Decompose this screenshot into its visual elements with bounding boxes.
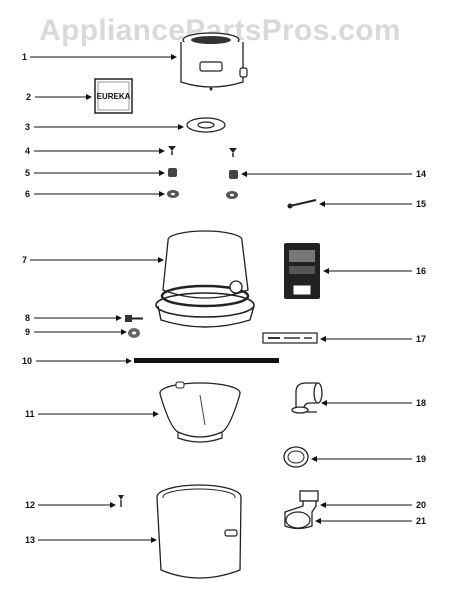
gasket-strip-part [134,358,279,363]
adapter-fitting-part [284,490,319,530]
switch-panel-part [284,243,320,299]
callout-number-18: 18 [416,398,426,408]
clip-part [118,495,124,507]
callout-number-2: 2 [26,92,31,102]
nut-part-left [168,168,177,177]
bolt-part [125,315,143,322]
filter-cage-part [155,230,255,328]
callout-number-16: 16 [416,266,426,276]
callout-number-6: 6 [25,189,30,199]
eureka-nameplate-part: EUREKA [94,78,133,114]
washer-part-left [167,190,179,198]
callout-number-1: 1 [22,52,27,62]
washer-part-right [226,191,238,199]
callout-number-15: 15 [416,199,426,209]
callout-number-13: 13 [25,535,35,545]
motor-head-part [180,32,248,91]
screw-part-right [229,148,237,157]
screw-part-left [168,146,176,155]
callout-number-3: 3 [25,122,30,132]
callout-number-14: 14 [416,169,426,179]
callout-number-12: 12 [25,500,35,510]
filter-basket-part [159,381,241,443]
callout-number-8: 8 [25,313,30,323]
tank-drum-part [156,484,242,579]
callout-number-11: 11 [25,409,35,419]
label-strip-part [262,332,318,344]
rod-pin-part [287,199,317,209]
gasket-ring-part [186,117,226,133]
callout-number-17: 17 [416,334,426,344]
callout-number-19: 19 [416,454,426,464]
elbow-fitting-part [291,382,323,414]
nut-part-right [229,170,238,179]
callout-number-9: 9 [25,327,30,337]
callout-number-4: 4 [25,146,30,156]
ring-cap-part [283,446,309,468]
callout-number-7: 7 [22,255,27,265]
callout-number-10: 10 [22,356,32,366]
callout-number-5: 5 [25,168,30,178]
callout-number-20: 20 [416,500,426,510]
callout-number-21: 21 [416,516,426,526]
hex-nut-part [128,328,140,338]
nameplate-brand-label: EUREKA [97,92,131,101]
